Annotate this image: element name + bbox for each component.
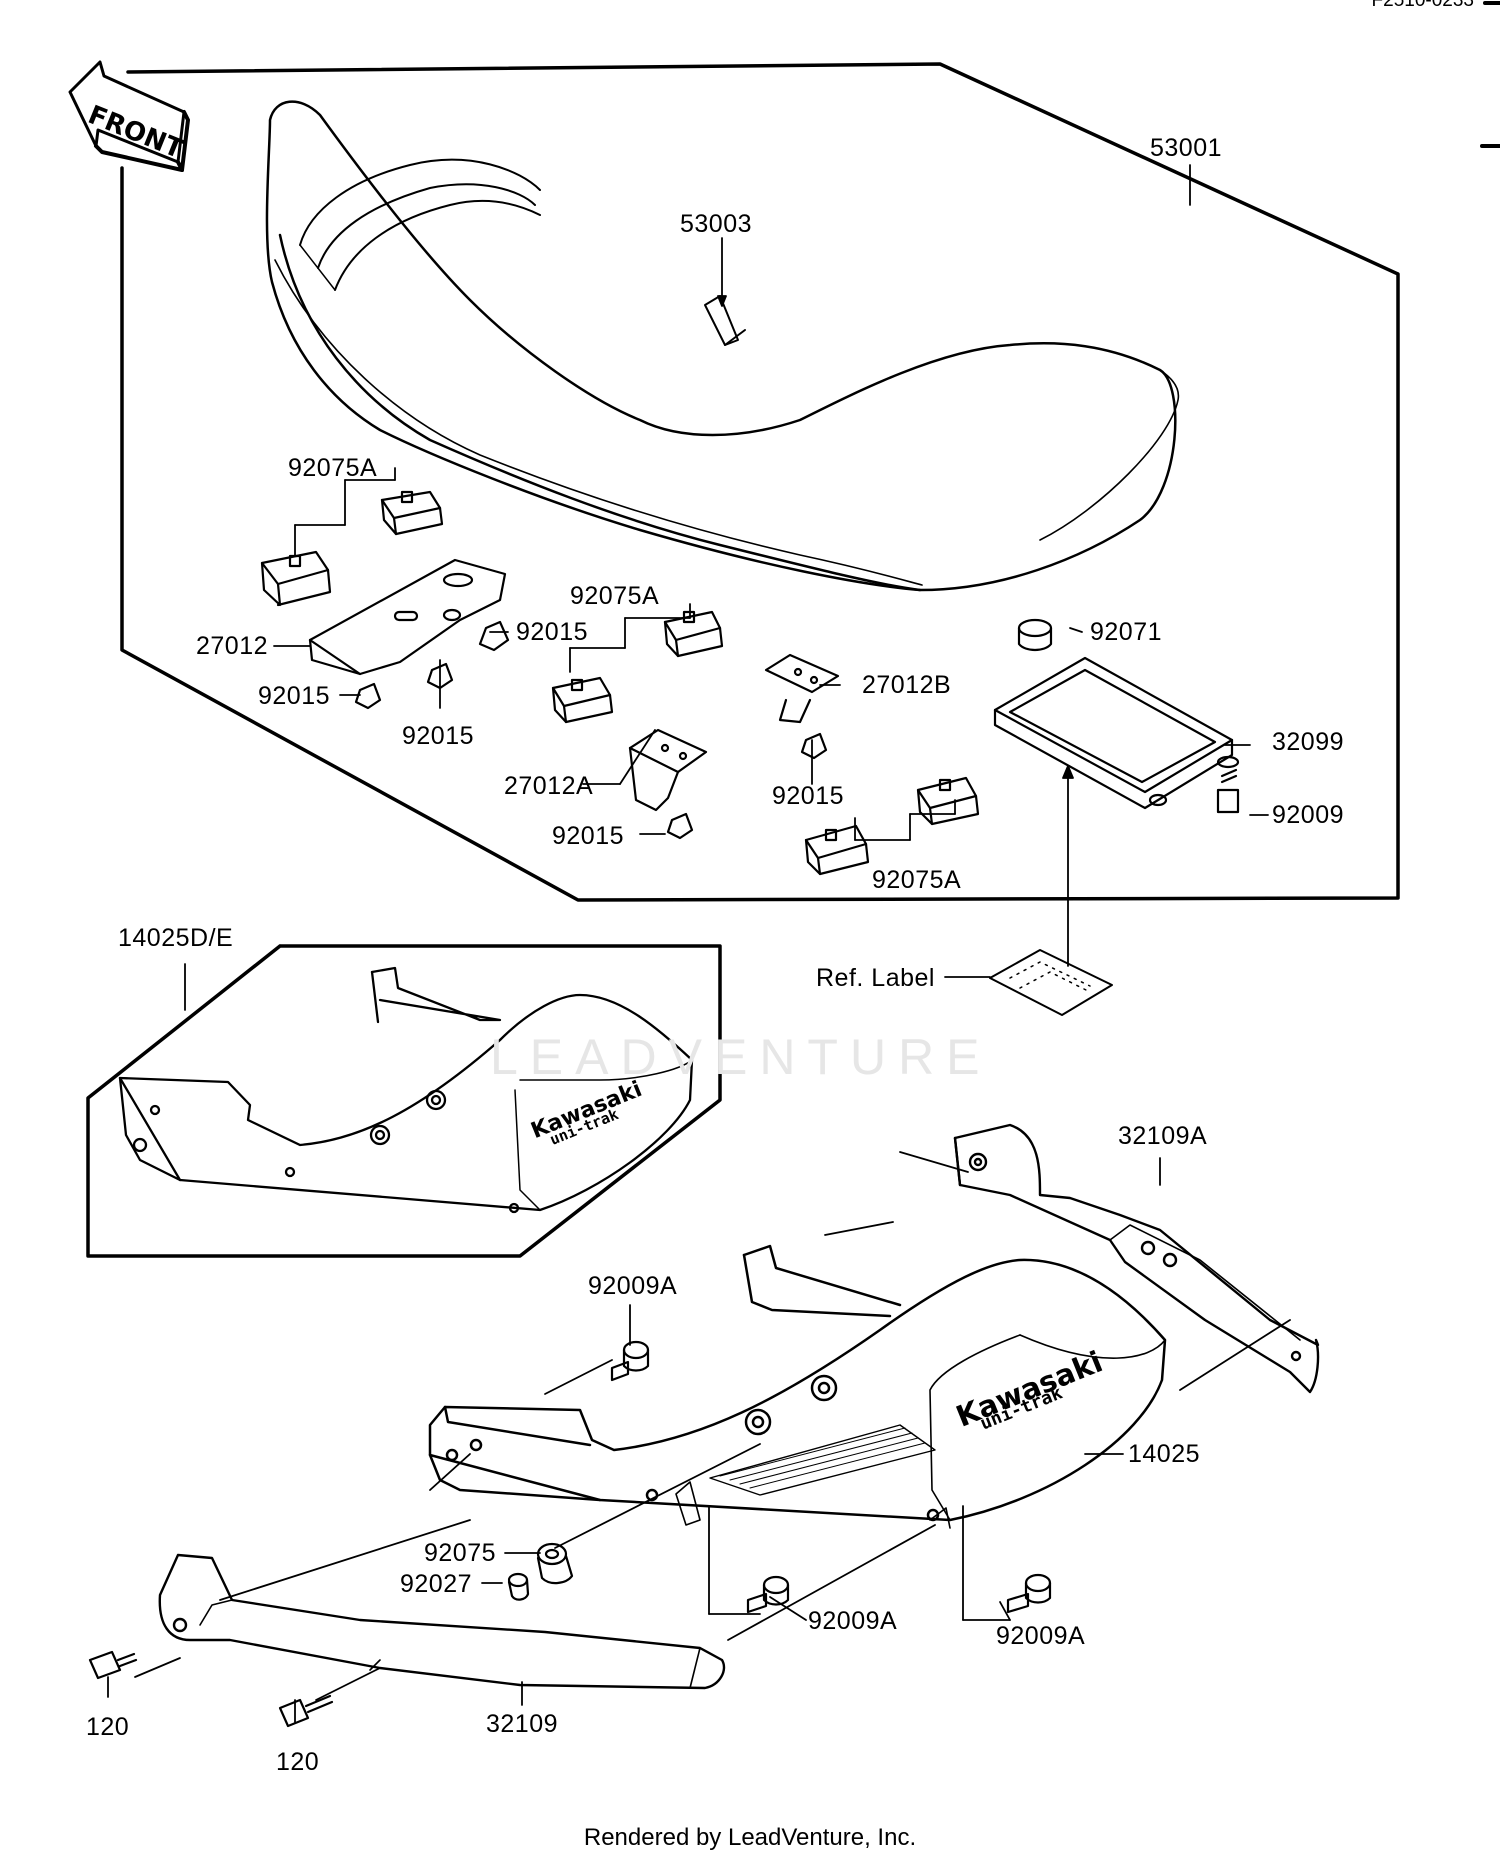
bolt-92009A-a: [610, 1340, 650, 1382]
block-92075A-a: [260, 550, 332, 607]
bracket-27012A: [628, 728, 708, 812]
callout-92015: 92015: [552, 822, 625, 850]
leader-lines: [107, 164, 1291, 1723]
callout-ref-label: Ref. Label: [816, 964, 935, 992]
callout-92075A: 92075A: [288, 454, 378, 482]
block-92075A-f: [916, 776, 980, 826]
bracket-27012B: [764, 653, 840, 724]
callout-53003: 53003: [680, 210, 753, 238]
callout-92009A: 92009A: [808, 1607, 898, 1635]
tray-32099: [993, 656, 1234, 810]
block-92075A-d: [663, 610, 724, 658]
nut-92015-c: [426, 662, 454, 690]
cover-14025: [428, 1244, 1167, 1529]
grommet-92071: [1017, 618, 1053, 652]
watermark-text: LEADVENTURE: [490, 1029, 992, 1085]
footer-credit: Rendered by LeadVenture, Inc.: [583, 1824, 917, 1851]
grommet-92075: [536, 1542, 574, 1585]
trim-32109A: [953, 1123, 1320, 1394]
bolt-92009A-b: [746, 1575, 790, 1614]
bolt-120-b: [278, 1694, 334, 1728]
collar-92027: [507, 1572, 530, 1601]
seat-assembly-boundary: [120, 62, 1400, 902]
callout-92075: 92075: [424, 1539, 497, 1567]
callout-92015: 92015: [402, 722, 475, 750]
block-92075A-e: [804, 824, 870, 876]
callout-92009A: 92009A: [588, 1272, 678, 1300]
nut-92015-b: [354, 682, 382, 710]
cover-14025DE: [118, 966, 694, 1214]
block-92075A-c: [551, 676, 614, 724]
nut-92015-a: [478, 620, 510, 652]
callout-27012B: 27012B: [862, 671, 952, 699]
seat-illustration: [265, 100, 1180, 592]
callout-27012: 27012: [196, 632, 269, 660]
bolt-120-a: [88, 1650, 138, 1680]
nut-92015-e: [800, 732, 828, 760]
callout-32099: 32099: [1272, 728, 1345, 756]
front-arrow-icon: [68, 60, 190, 172]
callout-92027: 92027: [400, 1570, 473, 1598]
trim-32109: [158, 1553, 726, 1690]
callout-14025: 14025: [1128, 1440, 1201, 1468]
callout-32109A: 32109A: [1118, 1122, 1208, 1150]
callout-27012A: 27012A: [504, 772, 594, 800]
callout-53001: 53001: [1150, 134, 1223, 162]
bolt-92009: [1216, 755, 1240, 814]
callout-92009A: 92009A: [996, 1622, 1086, 1650]
callout-92009: 92009: [1272, 801, 1345, 829]
document-code: F2510-0233: [1371, 0, 1474, 11]
callout-14025DE: 14025D/E: [118, 924, 234, 952]
callout-120: 120: [86, 1713, 130, 1741]
callout-92015: 92015: [516, 618, 589, 646]
ref-label-patch: [989, 949, 1113, 1016]
inset-boundary-14025DE: [86, 944, 722, 1258]
block-92075A-b: [380, 490, 444, 536]
callout-92071: 92071: [1090, 618, 1163, 646]
callout-92015: 92015: [772, 782, 845, 810]
callout-120: 120: [276, 1748, 320, 1776]
bolt-92009A-c: [1006, 1573, 1052, 1614]
callout-92075A: 92075A: [872, 866, 962, 894]
bracket-27012: [308, 558, 507, 676]
callout-92015: 92015: [258, 682, 331, 710]
callout-92075A: 92075A: [570, 582, 660, 610]
callout-32109: 32109: [486, 1710, 559, 1738]
nut-92015-d: [666, 812, 694, 840]
